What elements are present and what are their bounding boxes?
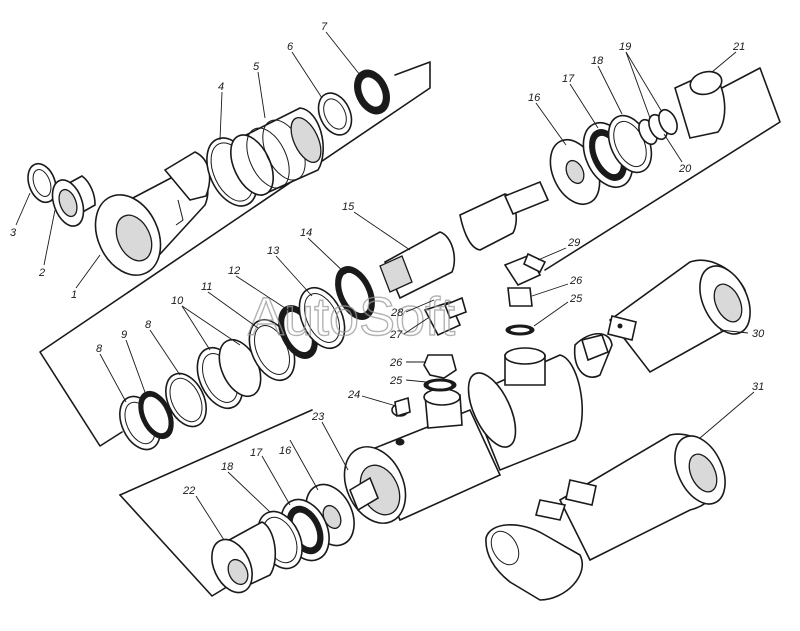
rod-eye-part-1 <box>94 151 211 276</box>
callout-18-upper: 18 <box>591 55 604 67</box>
seal-part-7 <box>354 69 390 115</box>
ring-stack-left <box>119 266 375 451</box>
gland-stack-upper <box>549 70 726 205</box>
callout-15: 15 <box>342 201 355 213</box>
callout-27: 27 <box>389 329 403 341</box>
callout-29: 29 <box>567 237 580 249</box>
rear-eye-part-31 <box>485 433 726 601</box>
cylinder-body <box>343 332 613 524</box>
callout-3: 3 <box>10 227 17 239</box>
rear-eye-part-30 <box>580 259 751 374</box>
callout-12: 12 <box>228 265 240 277</box>
washer-part-6 <box>317 92 353 136</box>
watermark-text: AutoSoft <box>248 287 455 347</box>
callout-17-upper: 17 <box>562 73 575 85</box>
piston-part-5 <box>230 107 324 197</box>
snap-ring-part-3 <box>27 162 57 204</box>
callout-18-lower: 18 <box>221 461 234 473</box>
callout-9: 9 <box>121 329 127 341</box>
callout-20: 20 <box>678 163 692 175</box>
callout-30: 30 <box>752 328 765 340</box>
callout-8-upper: 8 <box>145 319 152 331</box>
callout-28: 28 <box>390 307 404 319</box>
callout-25-right: 25 <box>569 293 583 305</box>
callout-17-lower: 17 <box>250 447 263 459</box>
callout-21: 21 <box>732 41 745 53</box>
callout-7: 7 <box>321 21 328 33</box>
callout-14: 14 <box>300 227 312 239</box>
callout-19: 19 <box>619 41 631 53</box>
group-frame-lower <box>119 409 313 597</box>
callout-11: 11 <box>201 281 212 293</box>
gland-stack-lower <box>211 483 355 594</box>
callout-13: 13 <box>267 245 280 257</box>
callout-1: 1 <box>71 289 77 301</box>
callout-26-right: 26 <box>569 275 583 287</box>
callout-16-upper: 16 <box>528 92 541 104</box>
callout-22: 22 <box>182 485 195 497</box>
callout-4: 4 <box>218 81 224 93</box>
callout-25-left: 25 <box>389 375 403 387</box>
callout-24: 24 <box>347 389 360 401</box>
callout-labels <box>15 31 755 541</box>
callout-5: 5 <box>253 61 260 73</box>
callout-8-lower: 8 <box>96 343 103 355</box>
callout-6: 6 <box>287 41 294 53</box>
callout-31: 31 <box>752 381 764 393</box>
rod-part-15 <box>379 180 550 300</box>
callout-26-left: 26 <box>389 357 403 369</box>
callout-10: 10 <box>171 295 184 307</box>
callout-2: 2 <box>38 267 45 279</box>
group-frame-upper <box>39 61 781 447</box>
bearing-part-2 <box>51 175 96 227</box>
callout-23: 23 <box>311 411 325 423</box>
fittings <box>394 252 547 418</box>
callout-16-lower: 16 <box>279 445 292 457</box>
